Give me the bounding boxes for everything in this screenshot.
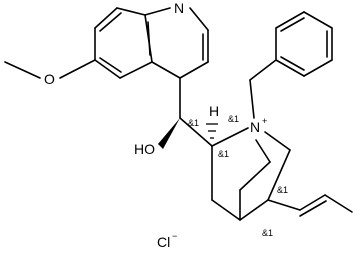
benzyl-ring <box>275 11 333 77</box>
stereo-c4: &1 <box>262 228 273 238</box>
quaternary-nitrogen: N <box>250 119 260 135</box>
nitrogen-charge: + <box>262 116 267 126</box>
stereo-c9: &1 <box>188 118 199 128</box>
hydroxyl-group: HO <box>134 141 155 157</box>
quinoline-nitrogen: N <box>174 0 184 16</box>
stereo-c8: &1 <box>218 149 229 159</box>
chloride-ion: Cl <box>157 234 170 250</box>
chloride-charge: − <box>172 231 177 241</box>
stereo-n1: &1 <box>228 114 239 124</box>
stereo-c3: &1 <box>277 185 288 195</box>
quinuclidine-cage <box>206 59 353 221</box>
methoxy-oxygen: O <box>44 71 55 87</box>
bridgehead-hydrogen: H <box>209 103 219 119</box>
carbinol-linkage <box>158 77 213 149</box>
quinoline-ring <box>4 7 209 79</box>
